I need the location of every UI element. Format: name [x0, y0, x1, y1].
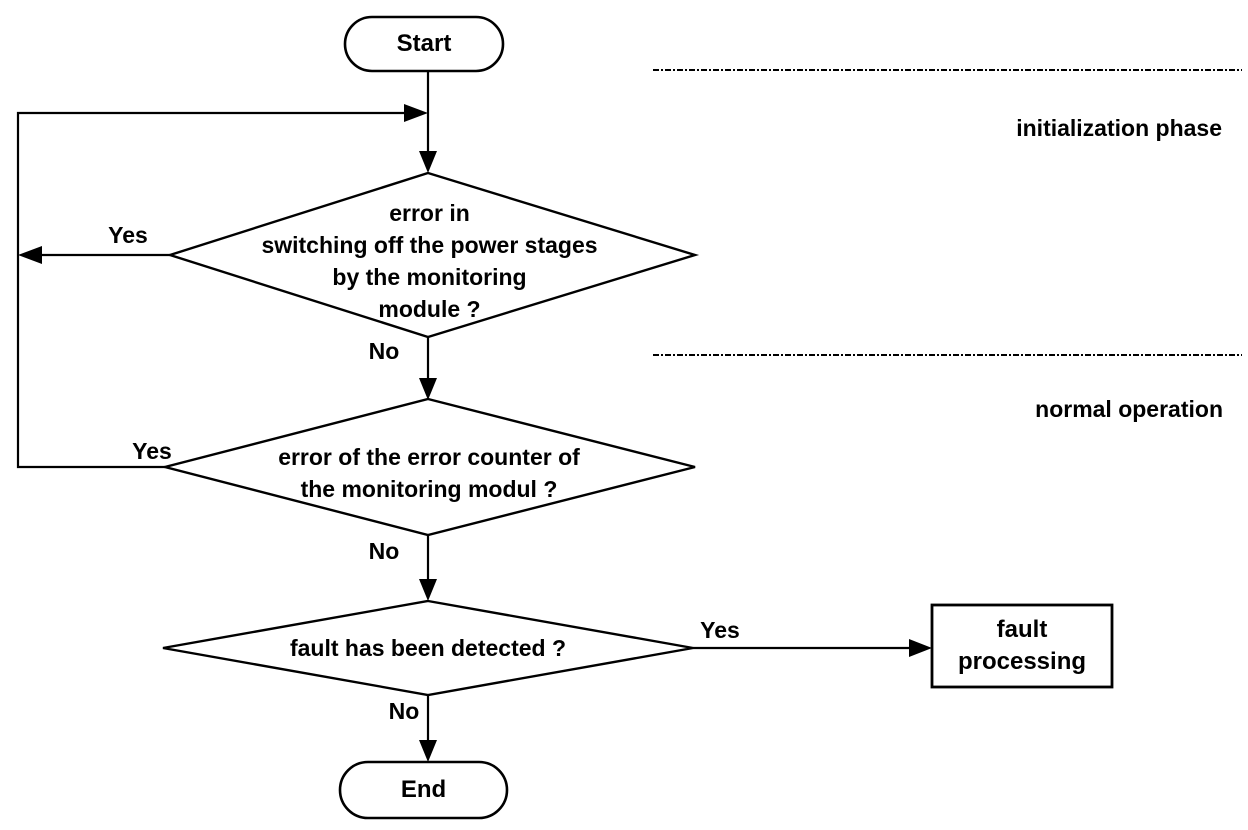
arrowhead-end-top-icon [419, 740, 437, 762]
decision1-diamond [166, 171, 700, 339]
decision1-text-line: by the monitoring [332, 264, 527, 290]
decision1-yes-label: Yes [108, 222, 148, 248]
edge-feedback-loop [16, 111, 406, 469]
decision1-text: error in switching off the power stages … [172, 197, 687, 325]
decision1-text-line: switching off the power stages [261, 232, 598, 258]
fault-processing-text: fault processing [932, 614, 1112, 678]
phase-label-initialization: initialization phase [1016, 115, 1222, 141]
decision3-diamond [162, 599, 694, 697]
decision2-no-label: No [368, 538, 400, 564]
fault-processing-box [930, 603, 1114, 689]
fault-processing-text-line: fault [996, 616, 1048, 643]
phase-label-normal-operation: normal operation [1035, 396, 1223, 422]
decision2-text-line: the monitoring modul ? [300, 476, 558, 502]
arrowhead-decision1-top-icon [419, 151, 437, 173]
decision3-text-line: fault has been detected ? [289, 635, 567, 661]
decision2-yes-label: Yes [132, 438, 172, 464]
decision3-no-label: No [388, 698, 420, 724]
start-label: Start [396, 30, 452, 57]
arrowhead-decision2-top-icon [419, 378, 437, 400]
decision2-diamond [160, 397, 696, 537]
decision2-text: error of the error counter of the monito… [168, 441, 690, 505]
end-label: End [400, 776, 447, 803]
decision3-text: fault has been detected ? [165, 632, 691, 664]
arrowhead-decision3-top-icon [419, 579, 437, 601]
start-node [343, 15, 505, 73]
fault-processing-text-line: processing [957, 648, 1087, 675]
arrowhead-feedback-right-icon [404, 104, 428, 122]
end-node [338, 760, 509, 820]
decision1-no-label: No [368, 338, 400, 364]
decision1-text-line: error in [389, 200, 470, 226]
decision2-text-line: error of the error counter of [278, 444, 580, 470]
decision3-yes-label: Yes [700, 617, 740, 643]
arrowhead-decision1-yes-left-icon [18, 246, 42, 264]
arrowhead-fault-processing-icon [909, 639, 932, 657]
decision1-text-line: module ? [378, 296, 481, 322]
